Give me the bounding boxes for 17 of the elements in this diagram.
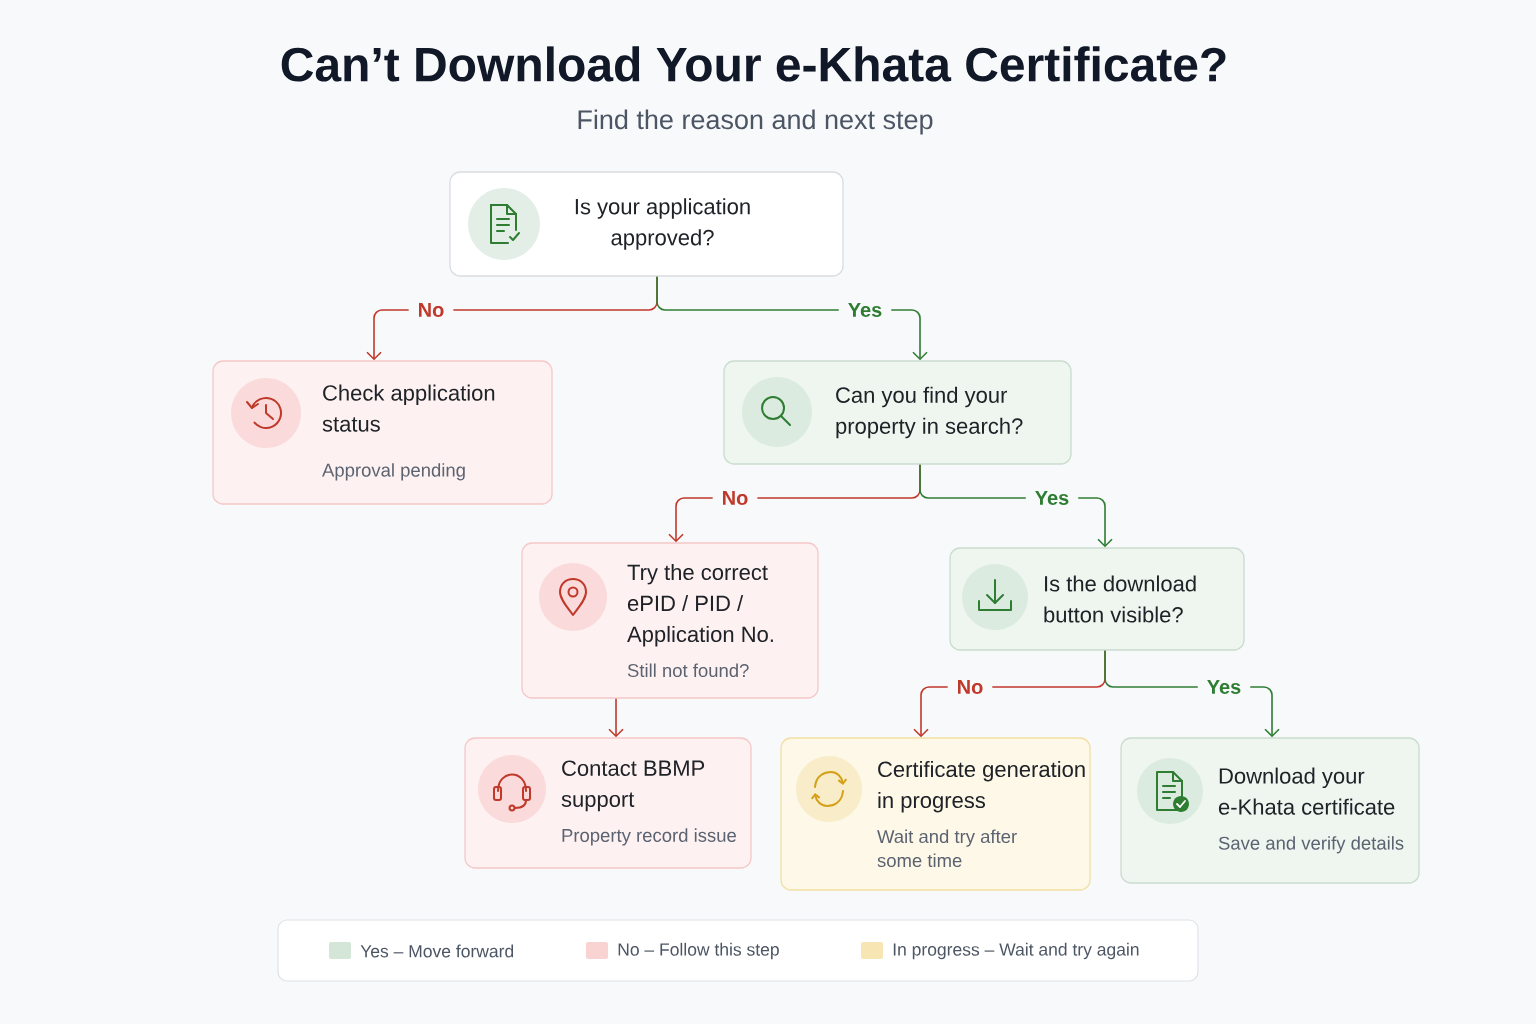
title: Can’t Download Your e-Khata Certificate? [281, 46, 1226, 82]
step-box: Try the correct ePID / PID / Application No. Still not found? [521, 542, 819, 699]
edge-label: No [712, 488, 758, 508]
step-box: Certificate generation in progress Wait and try after some time [780, 737, 1091, 891]
edge-label: Yes [1025, 488, 1079, 508]
step-box: Contact BBMP support Property record issue [464, 737, 752, 869]
edge-label: No [947, 677, 993, 697]
edge-label: Yes [1197, 677, 1251, 697]
step-box: Check application status Approval pending [212, 360, 553, 505]
legend-label: In progress – Wait and try again [893, 942, 1139, 960]
step-box: Download your e-Khata certificate Save and verify details [1120, 737, 1420, 884]
legend-label: No – Follow this step [618, 942, 779, 960]
edge-label: No [408, 300, 454, 320]
question-box: Is your application approved? [449, 171, 844, 277]
edge-label: Yes [838, 300, 892, 320]
subtitle: Find the reason and next step [578, 109, 933, 135]
legend-label: Yes – Move forward [360, 944, 514, 958]
